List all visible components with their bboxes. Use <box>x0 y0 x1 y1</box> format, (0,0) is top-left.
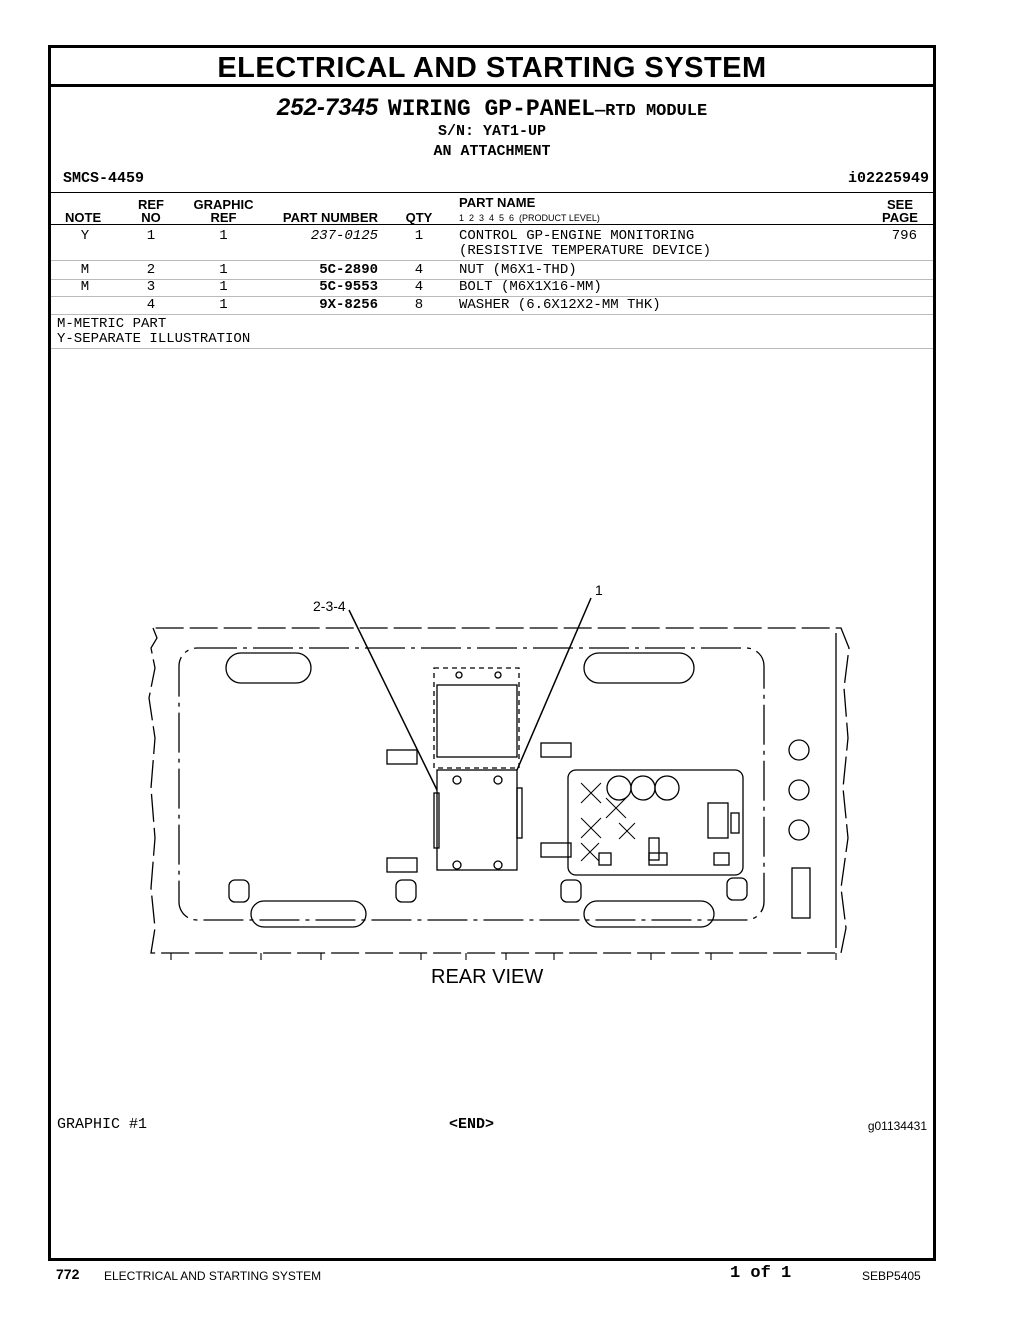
header-see-top: SEE <box>886 197 913 212</box>
row-note: M <box>80 262 90 278</box>
note-metric: M-METRIC PART <box>57 316 167 332</box>
graphic-id: g01134431 <box>867 1119 927 1133</box>
document-id: i02225949 <box>847 170 929 187</box>
row-part-name: WASHER (6.6X12X2-MM THK) <box>459 297 661 313</box>
row-divider <box>51 296 933 297</box>
row-part-name: NUT (M6X1-THD) <box>459 262 577 278</box>
heading-part-number: 252-7345 <box>276 94 379 121</box>
row-divider <box>51 314 933 315</box>
section-title: ELECTRICAL AND STARTING SYSTEM <box>217 52 767 84</box>
row-see-page: 796 <box>891 228 917 244</box>
bracket <box>386 857 418 873</box>
footer-section: ELECTRICAL AND STARTING SYSTEM <box>104 1269 322 1283</box>
panel-slot <box>250 900 367 928</box>
bracket <box>540 842 572 858</box>
header-part-number: PART NUMBER <box>282 210 378 225</box>
row-part-number: 237-0125 <box>310 228 378 244</box>
row-qty: 8 <box>414 297 424 313</box>
title-divider <box>51 84 933 87</box>
bracket <box>386 749 418 765</box>
panel-outline <box>148 627 850 954</box>
serial-number: S/N: YAT1-UP <box>437 123 547 140</box>
header-ref-top: REF <box>138 197 164 212</box>
leader-line-2-3-4 <box>348 609 438 791</box>
header-ref-bottom: NO <box>141 210 161 225</box>
row-divider <box>51 260 933 261</box>
bracket <box>540 742 572 758</box>
row-ref: 1 <box>146 228 156 244</box>
note-separate-illustration: Y-SEPARATE ILLUSTRATION <box>57 331 251 347</box>
part-heading: 252-7345 WIRING GP-PANEL—RTD MODULE <box>51 94 933 122</box>
row-ref: 2 <box>146 262 156 278</box>
row-graphic: 1 <box>219 262 228 278</box>
header-note: NOTE <box>65 210 102 225</box>
display-window <box>707 802 729 839</box>
notes-divider <box>51 348 933 349</box>
header-see-bottom: PAGE <box>882 210 918 225</box>
smcs-divider <box>51 192 933 193</box>
row-part-number: 5C-9553 <box>319 279 378 295</box>
panel-slot <box>583 900 715 928</box>
panel-inner-frame <box>178 647 765 921</box>
row-part-name: BOLT (M6X1X16-MM) <box>459 279 602 295</box>
view-label: REAR VIEW <box>431 966 544 988</box>
header-graphic-bottom: REF <box>210 210 237 225</box>
graphic-label: GRAPHIC #1 <box>57 1116 148 1133</box>
row-qty: 4 <box>414 262 424 278</box>
heading-part-name: WIRING GP-PANEL <box>387 96 595 122</box>
header-product-level: 1 2 3 4 5 6 (PRODUCT LEVEL) <box>459 213 600 223</box>
header-divider <box>51 224 933 225</box>
page-frame: ELECTRICAL AND STARTING SYSTEM 252-7345 … <box>48 45 936 1261</box>
attachment-label: AN ATTACHMENT <box>433 143 551 160</box>
rear-view-illustration <box>148 597 850 960</box>
row-part-name: CONTROL GP-ENGINE MONITORING <box>459 228 695 244</box>
panel-slot <box>225 652 312 684</box>
footer-pagination: 1 of 1 <box>730 1264 792 1283</box>
row-part-number: 5C-2890 <box>319 262 378 278</box>
row-graphic: 1 <box>219 279 228 295</box>
row-part-name-line2: (RESISTIVE TEMPERATURE DEVICE) <box>459 243 712 259</box>
panel-slot <box>583 652 695 684</box>
row-divider <box>51 279 933 280</box>
row-graphic: 1 <box>219 297 228 313</box>
row-graphic: 1 <box>219 228 228 244</box>
row-ref: 4 <box>146 297 156 313</box>
callout-1: 1 <box>595 582 603 598</box>
row-note: Y <box>80 228 90 244</box>
footer-page-number: 772 <box>56 1266 80 1282</box>
end-marker: <END> <box>449 1116 495 1133</box>
row-qty: 4 <box>414 279 424 295</box>
row-qty: 1 <box>414 228 424 244</box>
callout-2-3-4: 2-3-4 <box>313 598 346 614</box>
header-qty: QTY <box>405 210 433 225</box>
module-ghost <box>433 667 520 769</box>
row-ref: 3 <box>146 279 156 295</box>
leader-line-1 <box>516 597 592 771</box>
footer-doc-code: SEBP5405 <box>862 1269 921 1283</box>
smcs-code: SMCS-4459 <box>63 170 145 187</box>
row-note: M <box>80 279 90 295</box>
engine-monitoring-control <box>567 769 744 876</box>
row-part-number: 9X-8256 <box>319 297 378 313</box>
header-graphic-top: GRAPHIC <box>193 197 254 212</box>
rtd-module <box>436 769 518 871</box>
header-part-name: PART NAME <box>459 195 536 210</box>
heading-part-suffix: —RTD MODULE <box>594 102 708 121</box>
